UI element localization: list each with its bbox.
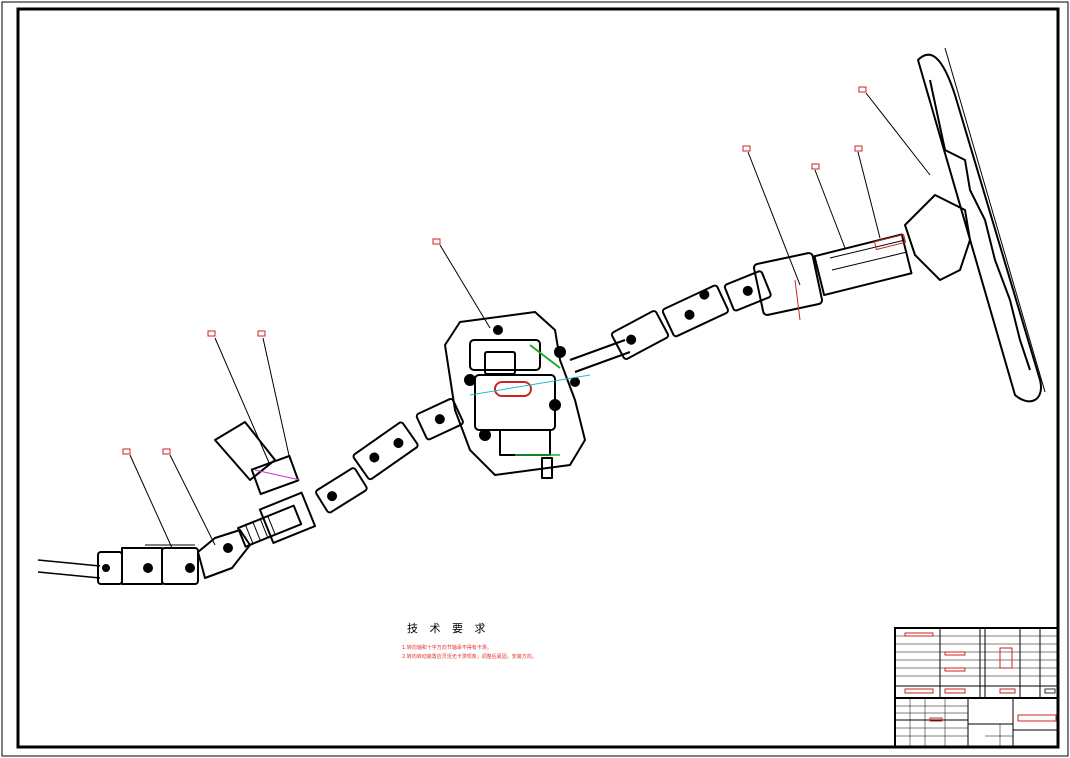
part-leaders	[129, 92, 931, 549]
input-shaft	[37, 559, 101, 579]
middle-universal-joint-1	[315, 467, 368, 514]
column-bracket	[214, 421, 317, 544]
upper-yoke	[723, 270, 772, 312]
technical-requirement-1: 1.转向轴和十字万向节轴承不得有卡滞。	[402, 645, 492, 651]
steering-wheel	[917, 47, 1046, 403]
steering-assembly	[37, 47, 1046, 585]
title-block	[894, 627, 1059, 748]
technical-requirement-2: 2.转向转动装置应灵活无卡滞现象，调整后紧固，安装方向。	[402, 654, 537, 660]
spline-tube	[237, 504, 303, 548]
column-housing	[752, 233, 913, 321]
part-balloons	[122, 86, 867, 455]
upper-shaft	[569, 339, 631, 373]
steering-wheel-hub	[904, 194, 971, 281]
lower-universal-joint	[97, 544, 199, 585]
upper-universal-joint-2	[661, 284, 729, 338]
steering-gearbox	[444, 311, 591, 479]
technical-requirements-title: 技 术 要 求	[407, 622, 490, 635]
inner-frame	[16, 7, 1060, 749]
upper-universal-joint-1	[610, 310, 670, 360]
middle-universal-joint-2	[352, 421, 419, 481]
middle-yoke	[415, 398, 464, 441]
